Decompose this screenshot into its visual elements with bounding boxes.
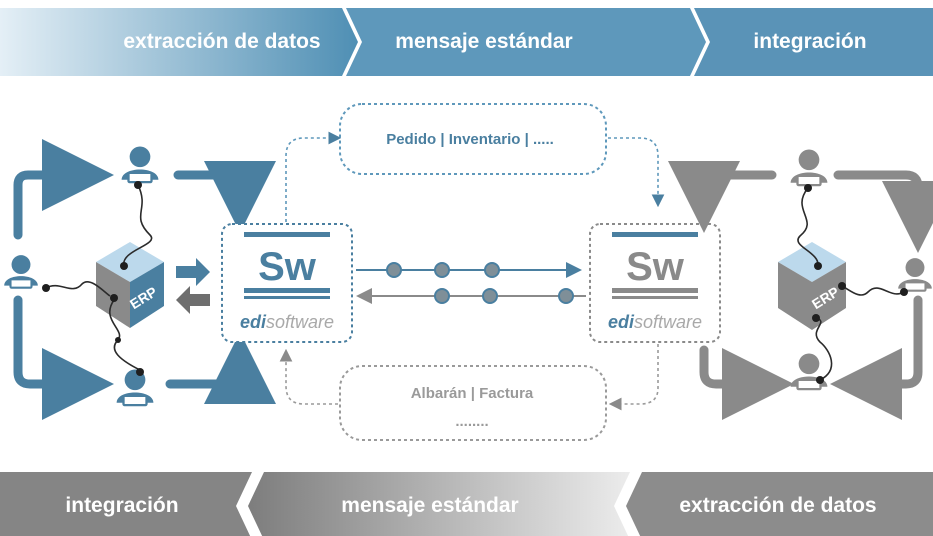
- left-user-network: ERP: [3, 139, 276, 420]
- incoming-message-bubble: Albarán | Factura ........: [279, 344, 659, 441]
- user-icon-right-bottom: [789, 352, 829, 391]
- user-icon-left-top: [120, 145, 160, 184]
- top-step-extraccion-shape: [0, 8, 358, 76]
- top-process-band: extracción de datos mensaje estándar int…: [0, 8, 933, 76]
- incoming-message-ellipsis: ........: [455, 413, 488, 430]
- edisoftware-box-right: Sw edisoftware: [589, 223, 721, 343]
- bottom-step-mensaje-shape: [248, 472, 630, 536]
- bottom-step-integracion-label: integración: [65, 494, 178, 517]
- user-icon-left-bottom: [115, 368, 155, 407]
- sw-logo-left: Sw: [258, 245, 317, 289]
- erp-cube-right: ERP: [778, 242, 846, 330]
- bottom-step-extraccion-label: extracción de datos: [679, 494, 876, 517]
- incoming-message-text: Albarán | Factura: [411, 385, 534, 402]
- right-user-network: ERP: [668, 148, 933, 420]
- top-step-integracion-label: integración: [753, 30, 866, 53]
- user-icon-right-top: [789, 148, 829, 187]
- top-step-mensaje-shape: [346, 8, 706, 76]
- top-step-mensaje-label: mensaje estándar: [395, 30, 572, 53]
- bottom-step-mensaje-label: mensaje estándar: [341, 494, 518, 517]
- bottom-step-integracion-shape: [0, 472, 252, 536]
- outgoing-message-text: Pedido | Inventario | .....: [386, 131, 554, 148]
- top-step-extraccion-label: extracción de datos: [123, 30, 320, 53]
- user-icon-left-middle: [3, 254, 39, 289]
- edisoftware-brand-right: edisoftware: [608, 312, 702, 332]
- sw-logo-right: Sw: [626, 245, 685, 289]
- outgoing-message-bubble: Pedido | Inventario | .....: [285, 103, 665, 222]
- bottom-process-band: integración mensaje estándar extracción …: [0, 472, 933, 536]
- user-icon-right-middle: [897, 257, 933, 292]
- edisoftware-brand-left: edisoftware: [240, 312, 334, 332]
- erp-cube-left: ERP: [96, 242, 164, 328]
- bottom-step-extraccion-shape: [626, 472, 933, 536]
- message-transfer-lines: [356, 262, 586, 304]
- top-step-integracion-shape: [694, 8, 933, 76]
- arrow-left-icon: [176, 286, 210, 314]
- arrow-right-icon: [176, 258, 210, 286]
- edisoftware-box-left: Sw edisoftware: [221, 223, 353, 343]
